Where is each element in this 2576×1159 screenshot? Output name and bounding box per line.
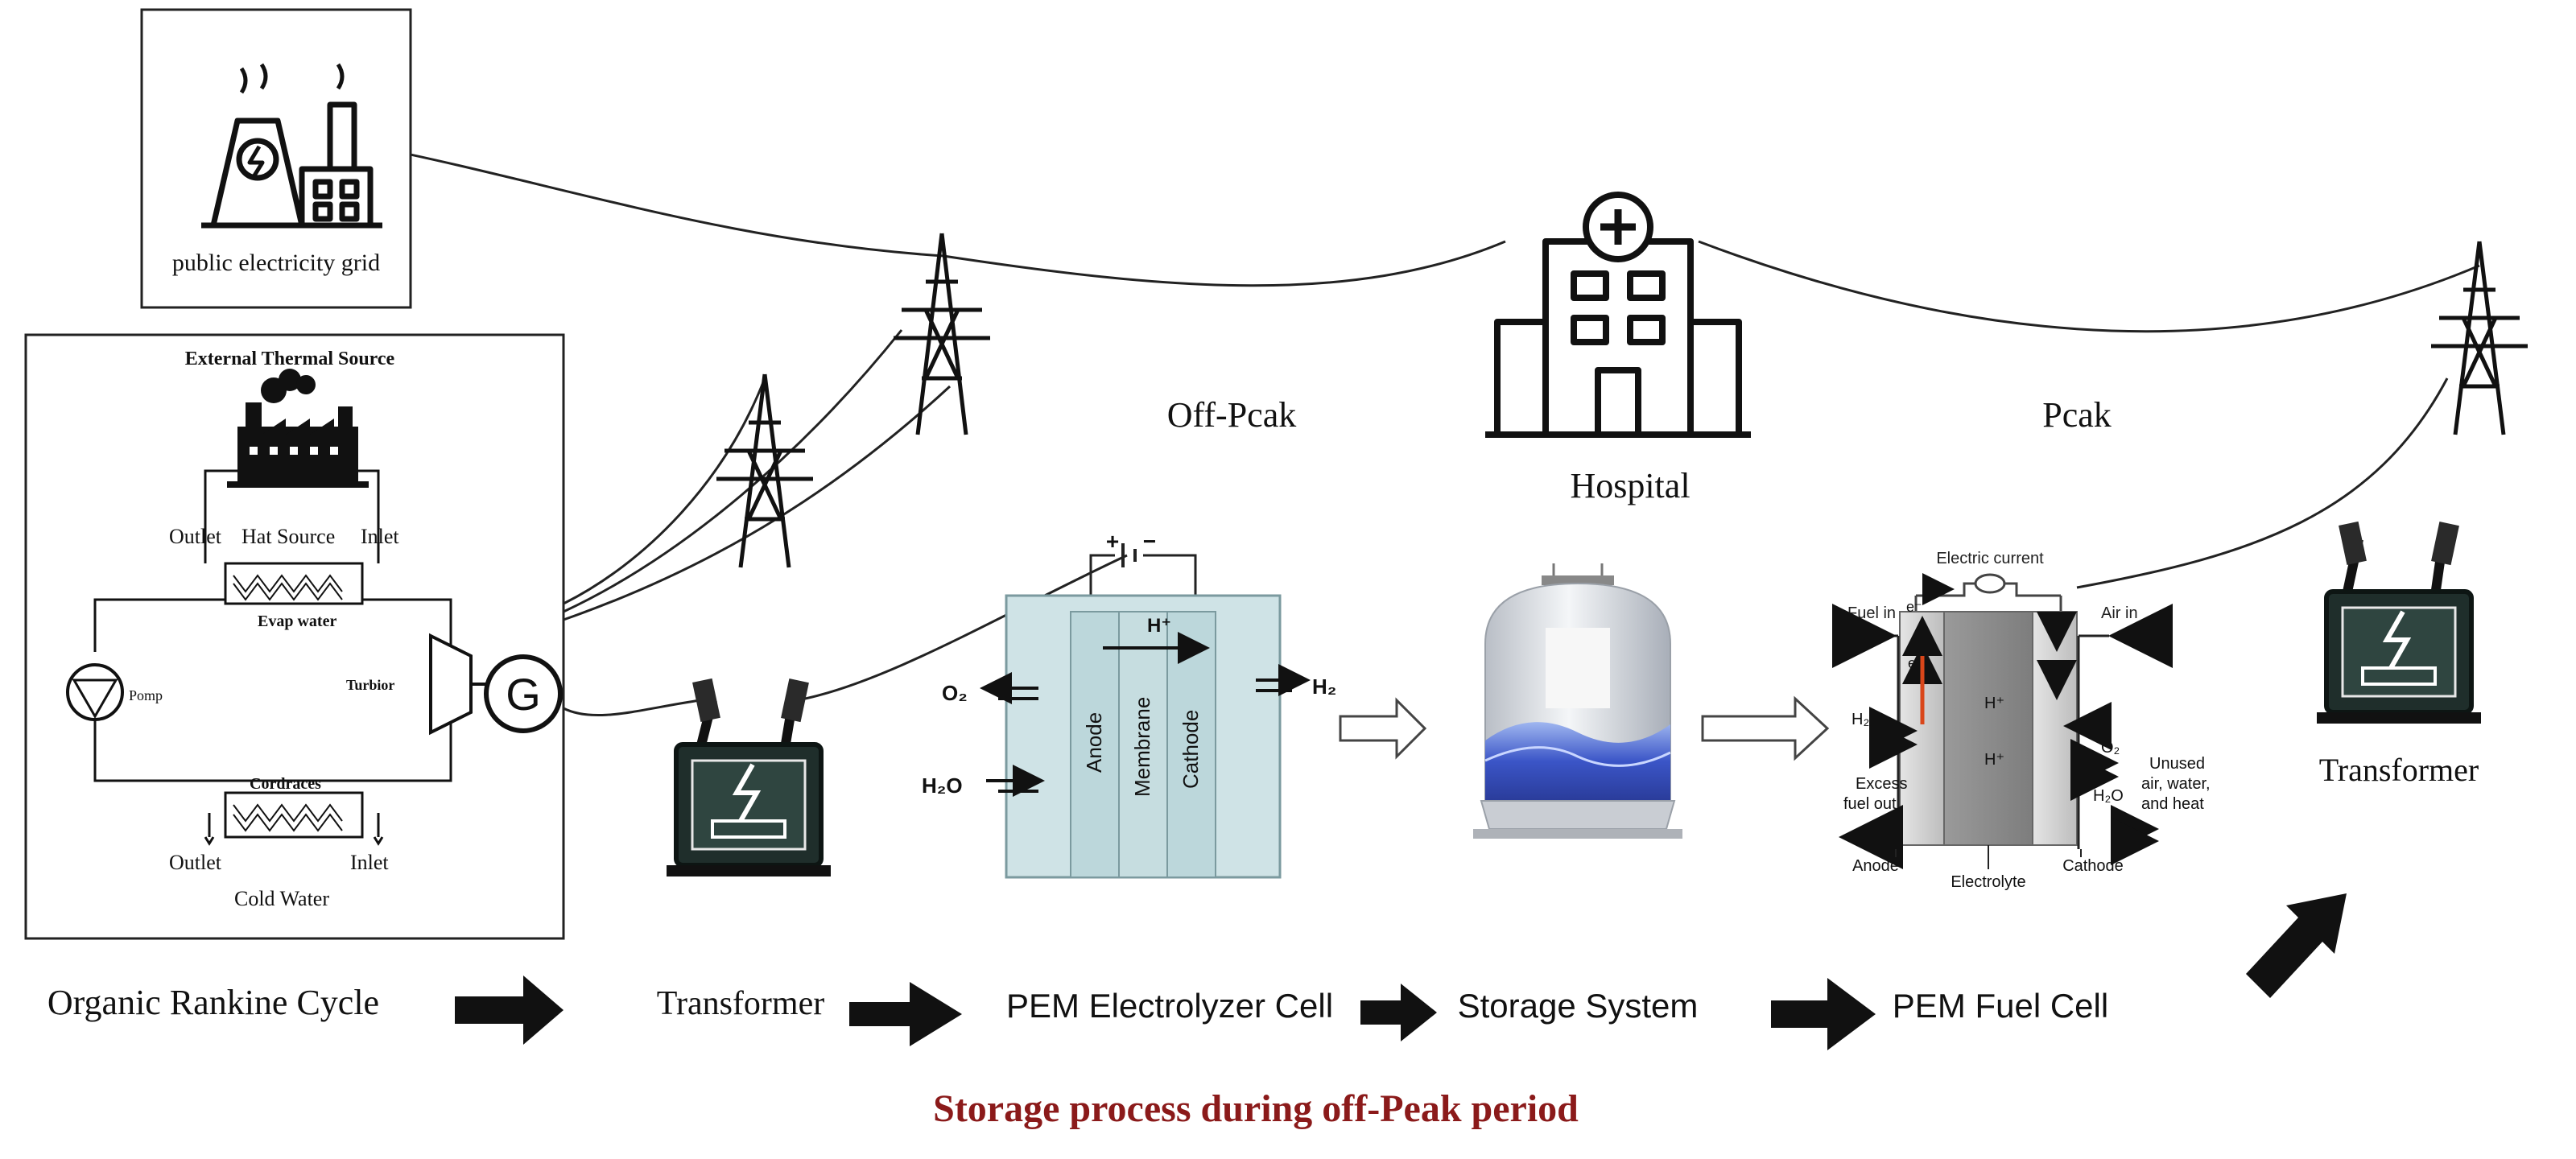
unused-output-label: Unused air, water, and heat xyxy=(2141,755,2215,813)
air-in-label: Air in xyxy=(2101,604,2138,622)
external-source-label: External Thermal Source xyxy=(185,349,395,369)
cathode-label: Cathode xyxy=(1179,710,1203,789)
fc-hplus-label: H⁺ xyxy=(1984,695,2004,712)
flow-arrow-icon xyxy=(849,982,962,1046)
evaporator xyxy=(224,562,364,605)
generator-label: G xyxy=(506,669,541,720)
cold-outlet-label: Outlet xyxy=(169,851,222,874)
condenser xyxy=(224,791,364,839)
flow-arrow-icon xyxy=(1771,978,1876,1050)
unused-line: and heat xyxy=(2141,795,2204,813)
evaporator-label: Evap water xyxy=(258,612,336,630)
hot-outlet-label: Outlet xyxy=(169,525,222,548)
hydrogen-tank-icon xyxy=(1473,563,1682,839)
hollow-arrow-icon xyxy=(1701,695,1830,761)
flow-row: Organic Rankine Cycle Transformer PEM El… xyxy=(47,893,2347,1050)
fuel-in-label: Fuel in xyxy=(1847,604,1896,622)
right-transformer-label: Transformer xyxy=(2319,752,2479,788)
grid-label: public electricity grid xyxy=(172,250,380,276)
electric-current-label: Electric current xyxy=(1936,550,2044,567)
hot-inlet-label: Inlet xyxy=(361,525,399,548)
pump-label: Pomp xyxy=(129,687,163,703)
power-lines xyxy=(371,145,2480,717)
excess-fuel-line: fuel out xyxy=(1843,795,1897,813)
flow-arrow-icon xyxy=(1360,984,1437,1041)
flow-step: Storage System xyxy=(1458,987,1699,1025)
o2-out-label: O₂ xyxy=(942,681,968,705)
electrolyzer-minus-label: − xyxy=(1143,529,1156,554)
turbine-label: Turbior xyxy=(346,677,394,693)
turbine-icon xyxy=(429,633,491,736)
pem-fuel-cell: Electric current Fuel in Air in e⁻ e⁻ e⁻… xyxy=(1832,550,2215,891)
pump-icon xyxy=(66,663,124,721)
orc-panel: External Thermal Source Outlet Hat Sourc… xyxy=(24,333,565,940)
fc-electrolyte-label: Electrolyte xyxy=(1951,873,2025,891)
flow-step: Transformer xyxy=(657,985,824,1022)
cold-inlet-label: Inlet xyxy=(350,851,389,874)
electrolyzer-plus-label: + xyxy=(1106,529,1119,554)
fc-hplus-label: H⁺ xyxy=(1984,751,2004,769)
excess-fuel-line: Excess xyxy=(1856,775,1907,793)
pem-electrolyzer: + − H⁺ Anode Membrane Cathode O₂ H₂O H₂ xyxy=(922,529,1336,879)
unused-line: Unused xyxy=(2149,755,2205,773)
electron-label: e⁻ xyxy=(1906,599,1922,615)
fc-cathode-label: Cathode xyxy=(2062,857,2124,875)
transformer-icon xyxy=(667,678,831,876)
fc-h2o-label: H₂O xyxy=(2093,787,2124,805)
h2-out-label: H₂ xyxy=(1312,674,1336,699)
caption: Storage process during off-Peak period xyxy=(933,1087,1579,1130)
off-peak-label: Off-Pcak xyxy=(1167,395,1296,435)
unused-line: air, water, xyxy=(2141,775,2211,793)
anode-label: Anode xyxy=(1082,712,1106,773)
hot-source-label: Hat Source xyxy=(242,525,335,548)
hollow-arrow-icon xyxy=(1339,697,1427,760)
hospital-icon xyxy=(1485,192,1751,438)
fc-h2-label: H₂ xyxy=(1852,711,1869,728)
cold-water-label: Cold Water xyxy=(234,887,329,910)
condenser-label: Cordraces xyxy=(250,775,321,793)
flow-step: PEM Electrolyzer Cell xyxy=(1006,987,1333,1025)
hospital-label: Hospital xyxy=(1570,466,1690,505)
fc-o2-label: O₂ xyxy=(2101,739,2120,757)
flow-step: PEM Fuel Cell xyxy=(1893,987,2108,1025)
flow-arrow-icon xyxy=(2246,893,2347,998)
generator-icon: G xyxy=(484,654,563,733)
public-grid-panel: public electricity grid xyxy=(140,8,412,309)
fc-anode-label: Anode xyxy=(1852,857,1899,875)
transformer-icon xyxy=(2317,521,2481,724)
membrane-label: Membrane xyxy=(1130,697,1154,797)
flow-arrow-icon xyxy=(455,975,564,1045)
pylon-icon xyxy=(716,373,813,568)
peak-label: Pcak xyxy=(2042,395,2112,435)
h2o-in-label: H₂O xyxy=(922,773,963,798)
flow-step: Organic Rankine Cycle xyxy=(47,983,379,1022)
power-plant-icon xyxy=(201,63,382,229)
pylon-icon xyxy=(2431,241,2528,435)
electrolyzer-hplus-label: H⁺ xyxy=(1147,615,1171,637)
pylon-icon xyxy=(894,233,990,435)
